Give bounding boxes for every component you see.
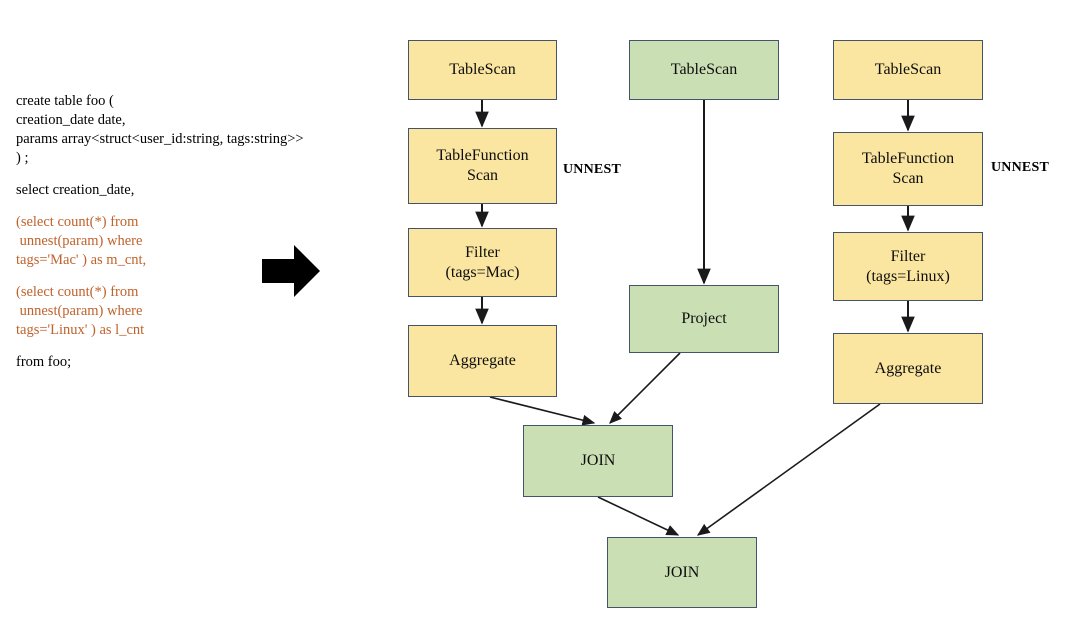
sql-line: params array<struct<user_id:string, tags… [16, 131, 304, 147]
sql-line: (select count(*) from [16, 214, 139, 230]
plan-node-label: Filter(tags=Linux) [866, 247, 950, 285]
plan-node-label: JOIN [580, 452, 616, 469]
plan-node-mid-tablescan[interactable]: TableScan [629, 40, 779, 100]
plan-node-right-tablescan[interactable]: TableScan [833, 40, 983, 100]
plan-node-label: Aggregate [874, 359, 942, 377]
sql-line: select creation_date, [16, 182, 135, 198]
plan-node-join-upper[interactable]: JOIN [523, 425, 673, 497]
plan-node-join-lower[interactable]: JOIN [607, 537, 757, 608]
annotation-unnest-right: UNNEST [991, 160, 1049, 175]
plan-node-right-filter[interactable]: Filter(tags=Linux) [833, 232, 983, 301]
plan-node-label: Filter(tags=Mac) [445, 243, 520, 281]
plan-node-label: TableScan [874, 61, 942, 78]
plan-node-label: JOIN [664, 563, 700, 581]
sql-query-text: create table foo ( creation_date date, par… [16, 92, 376, 372]
sql-line: unnest(param) where [16, 303, 143, 319]
sql-line: tags='Linux' ) as l_cnt [16, 322, 145, 338]
sql-line: creation_date date, [16, 112, 126, 128]
sql-line: from foo; [16, 354, 72, 370]
plan-node-left-aggregate[interactable]: Aggregate [408, 325, 557, 397]
annotation-unnest-left: UNNEST [563, 162, 621, 177]
right-arrow-icon [262, 245, 320, 297]
plan-node-label: Aggregate [449, 352, 516, 369]
sql-line: ) ; [16, 150, 29, 166]
sql-line: (select count(*) from [16, 284, 139, 300]
plan-node-left-filter[interactable]: Filter(tags=Mac) [408, 228, 557, 297]
plan-node-label: TableScan [670, 61, 738, 78]
plan-node-mid-project[interactable]: Project [629, 285, 779, 353]
sql-line: create table foo ( [16, 93, 114, 109]
plan-node-label: Project [681, 310, 727, 327]
sql-line: tags='Mac' ) as m_cnt, [16, 252, 147, 268]
sql-line: unnest(param) where [16, 233, 143, 249]
plan-node-left-tablescan[interactable]: TableScan [408, 40, 557, 100]
plan-node-label: TableScan [449, 61, 516, 78]
plan-node-right-aggregate[interactable]: Aggregate [833, 333, 983, 404]
